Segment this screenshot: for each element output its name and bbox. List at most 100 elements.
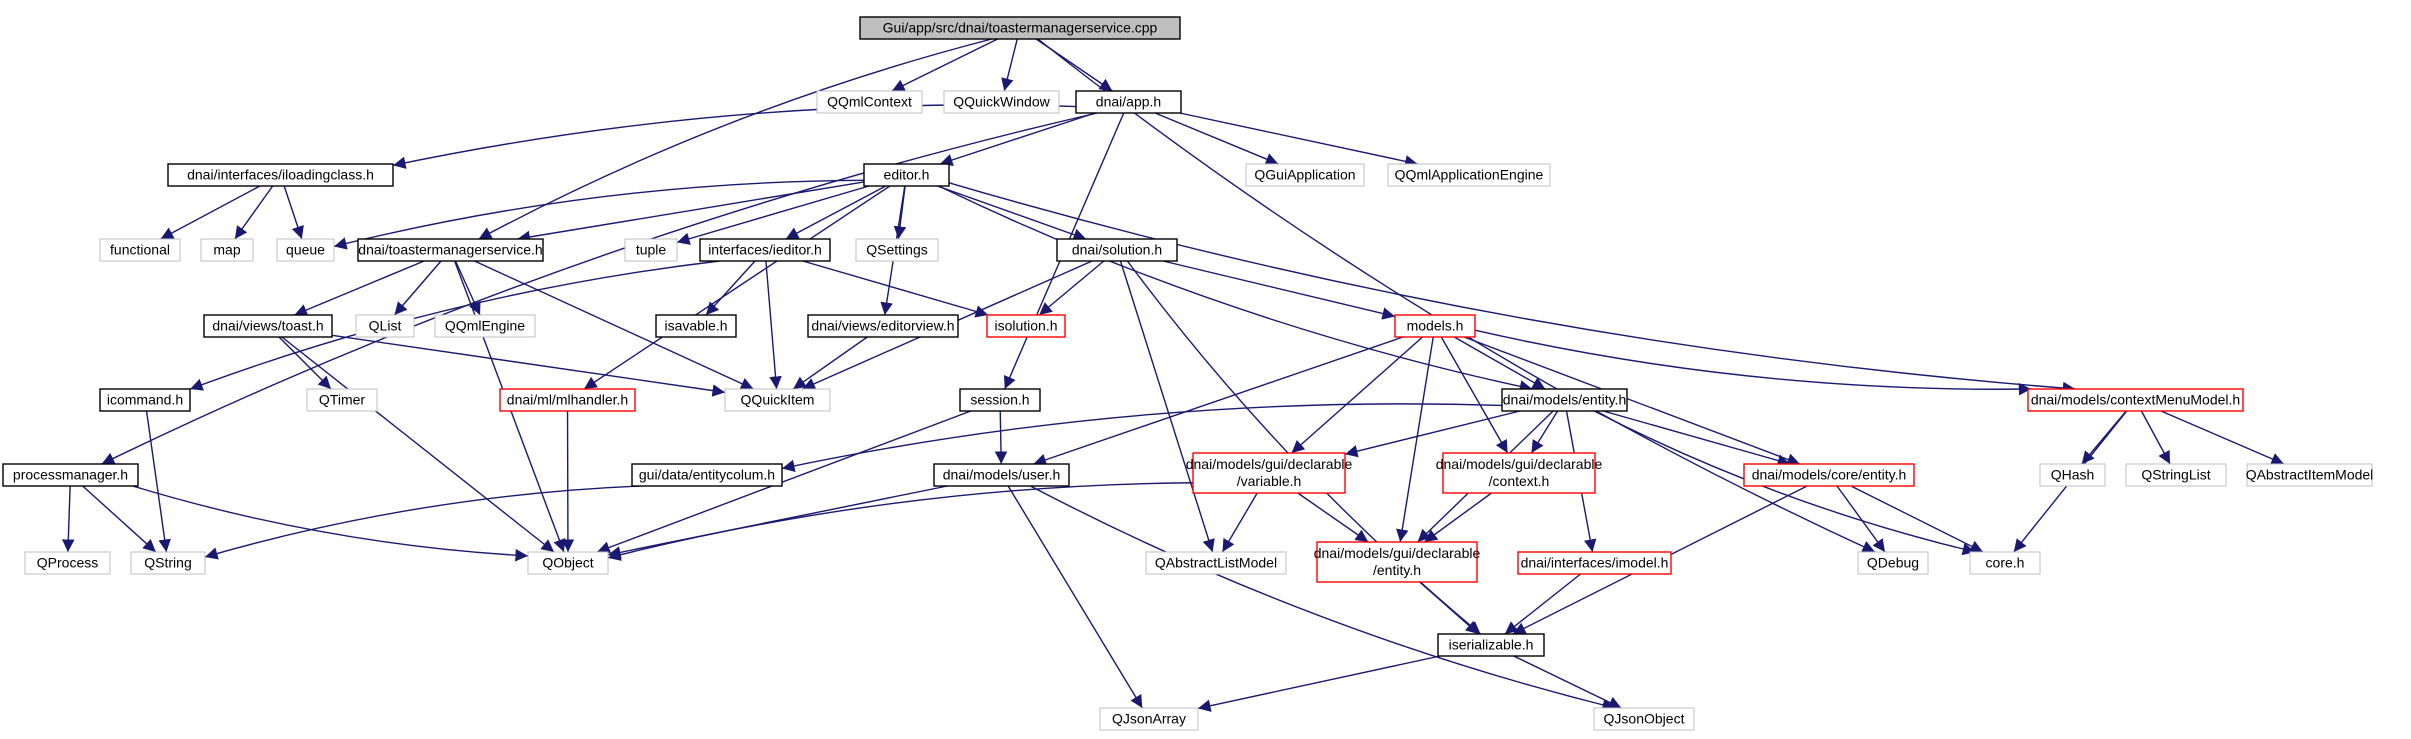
node-qquickwindow[interactable]: QQuickWindow — [943, 90, 1060, 114]
node-editorview[interactable]: dnai/views/editorview.h — [807, 314, 959, 338]
node-qobject[interactable]: QObject — [527, 551, 609, 575]
node-apph[interactable]: dnai/app.h — [1075, 90, 1182, 114]
node-qdebug[interactable]: QDebug — [1857, 551, 1929, 575]
node-coreentity[interactable]: dnai/models/core/entity.h — [1743, 463, 1915, 487]
node-procmgr[interactable]: processmanager.h — [2, 463, 139, 487]
edge-ieditor-to-isavable — [705, 260, 756, 316]
node-models[interactable]: models.h — [1394, 314, 1476, 338]
node-box — [1145, 551, 1287, 575]
node-root[interactable]: Gui/app/src/dnai/toastermanagerservice.c… — [859, 16, 1181, 40]
node-label: QQuickItem — [741, 392, 815, 408]
node-box — [855, 238, 939, 262]
node-toast[interactable]: dnai/views/toast.h — [203, 314, 333, 338]
node-label: QQuickWindow — [953, 94, 1050, 110]
node-qjsonobject[interactable]: QJsonObject — [1593, 707, 1695, 731]
node-qqmlappengine[interactable]: QQmlApplicationEngine — [1387, 163, 1551, 187]
edge-declvar-to-qabslist — [1221, 492, 1258, 553]
edges-layer — [62, 38, 2285, 712]
node-declctx[interactable]: dnai/models/gui/declarable/context.h — [1436, 452, 1603, 494]
node-qabslist[interactable]: QAbstractListModel — [1145, 551, 1287, 575]
node-editorh[interactable]: editor.h — [863, 163, 950, 187]
edge-entity-to-coreentity — [1603, 410, 1791, 467]
node-tuple[interactable]: tuple — [624, 238, 678, 262]
node-qstringlist[interactable]: QStringList — [2125, 463, 2227, 487]
node-box — [1394, 314, 1476, 338]
node-ctxmenu[interactable]: dnai/models/contextMenuModel.h — [2027, 388, 2244, 412]
node-qabsitem[interactable]: QAbstractItemModel — [2246, 463, 2374, 487]
node-label: QList — [369, 318, 402, 334]
node-label: core.h — [1986, 555, 2025, 571]
edge-procmgr-to-qobject — [132, 485, 529, 562]
edge-editorh-to-entity — [938, 185, 1533, 393]
node-box — [203, 314, 333, 338]
edge-toasterh-to-qqmlengine — [454, 260, 481, 316]
node-box — [959, 388, 1041, 412]
edge-coreentity-to-coreh — [1850, 485, 1984, 553]
node-label: isavable.h — [664, 318, 727, 334]
node-declvar[interactable]: dnai/models/gui/declarable/variable.h — [1186, 452, 1353, 494]
edge-procmgr-to-qprocess — [62, 485, 75, 553]
node-qlist[interactable]: QList — [355, 314, 415, 338]
edge-editorh-to-ctxmenu — [948, 182, 2076, 395]
node-box — [631, 463, 783, 487]
node-label: QStringList — [2141, 467, 2210, 483]
node-qguiapp[interactable]: QGuiApplication — [1245, 163, 1365, 187]
node-box — [1593, 707, 1695, 731]
node-qqmlcontext[interactable]: QQmlContext — [816, 90, 923, 114]
node-box — [99, 238, 181, 262]
node-icommand[interactable]: icommand.h — [99, 388, 191, 412]
node-label: models.h — [1407, 318, 1464, 334]
node-userh[interactable]: dnai/models/user.h — [933, 463, 1070, 487]
node-label: QQmlEngine — [445, 318, 525, 334]
node-isolution[interactable]: isolution.h — [986, 314, 1066, 338]
edge-iloading-to-queue — [283, 185, 304, 240]
node-session[interactable]: session.h — [959, 388, 1041, 412]
node-isavable[interactable]: isavable.h — [655, 314, 737, 338]
node-label: dnai/models/core/entity.h — [1752, 467, 1907, 483]
node-map[interactable]: map — [200, 238, 254, 262]
edge-solution-to-isolution — [1038, 260, 1105, 316]
node-qjsonarray[interactable]: QJsonArray — [1099, 707, 1199, 731]
node-solution[interactable]: dnai/solution.h — [1056, 238, 1178, 262]
node-qsettings[interactable]: QSettings — [855, 238, 939, 262]
node-label: Gui/app/src/dnai/toastermanagerservice.c… — [883, 20, 1158, 36]
node-functional[interactable]: functional — [99, 238, 181, 262]
node-imodel[interactable]: dnai/interfaces/imodel.h — [1517, 551, 1672, 575]
node-coreh[interactable]: core.h — [1969, 551, 2041, 575]
node-label: map — [213, 242, 240, 258]
node-qquickitem[interactable]: QQuickItem — [724, 388, 831, 412]
edge-editorh-to-queue — [333, 179, 865, 250]
node-ieditor[interactable]: interfaces/ieditor.h — [699, 238, 831, 262]
node-qqmlengine[interactable]: QQmlEngine — [434, 314, 536, 338]
node-mlhandler[interactable]: dnai/ml/mlhandler.h — [499, 388, 636, 412]
node-box — [2027, 388, 2244, 412]
node-iserial[interactable]: iserializable.h — [1437, 633, 1545, 657]
node-entity[interactable]: dnai/models/entity.h — [1501, 388, 1628, 412]
edge-declctx-to-declentity — [1424, 492, 1492, 543]
node-queue[interactable]: queue — [276, 238, 335, 262]
edge-root-to-qquickwindow — [1001, 38, 1018, 92]
node-entitycolum[interactable]: gui/data/entitycolum.h — [631, 463, 783, 487]
node-label: QDebug — [1867, 555, 1919, 571]
edge-apph-to-qguiapp — [1154, 112, 1279, 166]
node-label: isolution.h — [994, 318, 1057, 334]
edge-apph-to-qqmlappengine — [1179, 112, 1418, 168]
edge-icommand-to-qstring — [145, 410, 171, 553]
edge-userh-to-qjsonobject — [1030, 485, 1616, 712]
edge-declvar-to-declentity — [1297, 492, 1369, 543]
node-toasterh[interactable]: dnai/toastermanagerservice.h — [357, 238, 544, 262]
node-label: QObject — [542, 555, 593, 571]
edge-entity-to-entitycolum — [781, 403, 1503, 473]
node-label: dnai/interfaces/iloadingclass.h — [187, 167, 374, 183]
edge-solution-to-models — [1162, 260, 1396, 320]
node-qstring[interactable]: QString — [130, 551, 206, 575]
node-declentity[interactable]: dnai/models/gui/declarable/entity.h — [1314, 541, 1481, 583]
edge-declentity-to-iserial — [1419, 581, 1480, 635]
node-box — [816, 90, 923, 114]
node-qhash[interactable]: QHash — [2039, 463, 2106, 487]
node-qtimer[interactable]: QTimer — [306, 388, 378, 412]
node-iloading[interactable]: dnai/interfaces/iloadingclass.h — [167, 163, 394, 187]
edge-models-to-userh — [1033, 336, 1404, 466]
node-qprocess[interactable]: QProcess — [24, 551, 111, 575]
